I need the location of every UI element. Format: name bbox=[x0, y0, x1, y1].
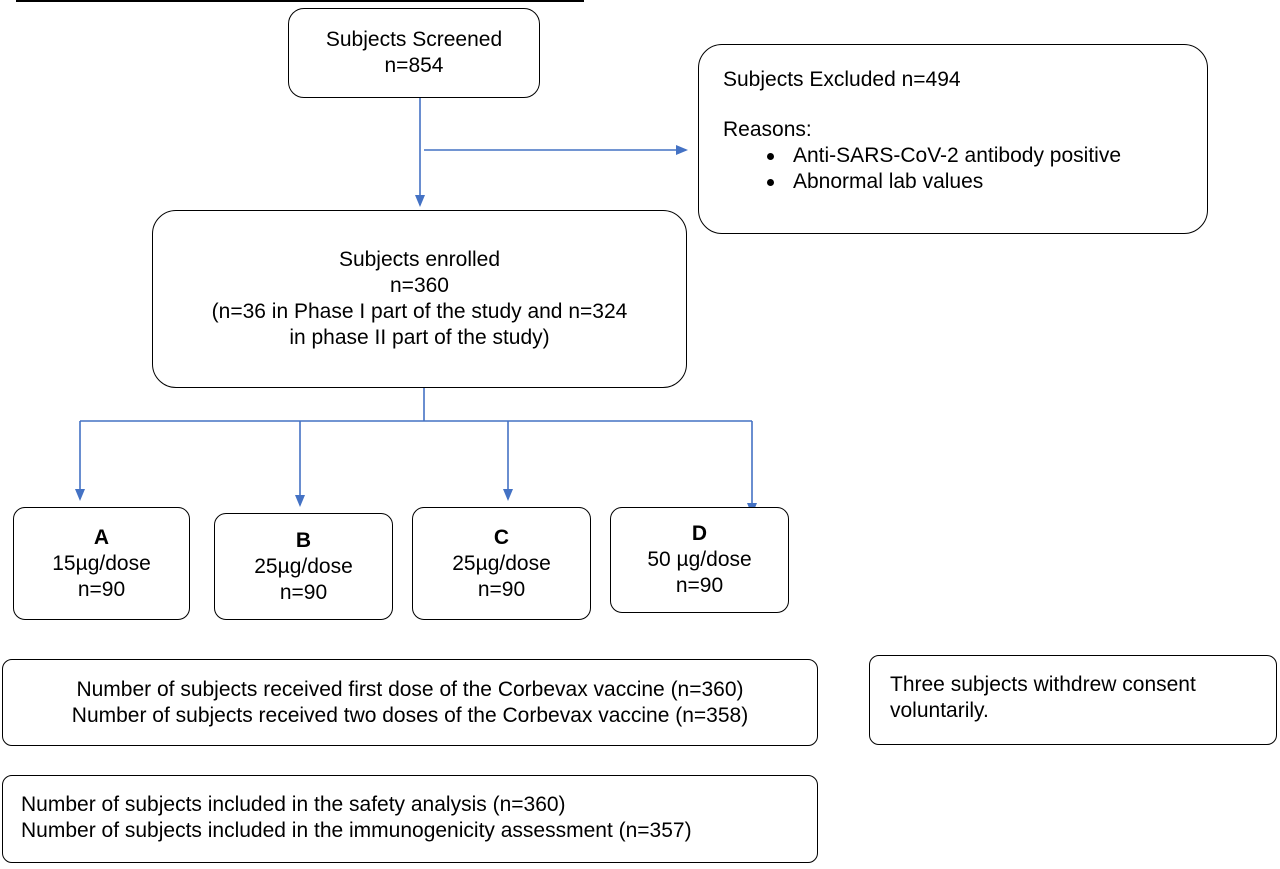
arm-b-box: B 25µg/dose n=90 bbox=[214, 513, 393, 620]
two-doses-count: Number of subjects received two doses of… bbox=[71, 703, 749, 727]
arm-label: B bbox=[295, 528, 312, 552]
subjects-enrolled-count: n=360 bbox=[390, 274, 449, 297]
subjects-screened-box: Subjects Screened n=854 bbox=[288, 8, 540, 98]
arm-c-box: C 25µg/dose n=90 bbox=[412, 507, 591, 620]
arm-a-box: A 15µg/dose n=90 bbox=[13, 507, 190, 620]
withdrew-consent-text: voluntarily. bbox=[890, 699, 989, 722]
arm-dose: 15µg/dose bbox=[52, 551, 151, 575]
subjects-screened-count: n=854 bbox=[384, 54, 444, 77]
exclusion-reason-item: Anti-SARS-CoV-2 antibody positive bbox=[761, 143, 1183, 169]
arm-d-box: D 50 µg/dose n=90 bbox=[610, 507, 789, 613]
arm-count: n=90 bbox=[675, 574, 724, 597]
first-dose-count: Number of subjects received first dose o… bbox=[76, 677, 744, 701]
top-divider-line bbox=[16, 0, 584, 2]
arm-label: D bbox=[691, 522, 708, 545]
withdrew-consent-box: Three subjects withdrew consent voluntar… bbox=[869, 655, 1277, 745]
subjects-enrolled-detail: (n=36 in Phase I part of the study and n… bbox=[211, 300, 628, 323]
subjects-excluded-box: Subjects Excluded n=494 Reasons: Anti-SA… bbox=[698, 44, 1208, 234]
arm-dose: 25µg/dose bbox=[254, 554, 353, 578]
arm-dose: 50 µg/dose bbox=[647, 548, 752, 571]
subjects-enrolled-box: Subjects enrolled n=360 (n=36 in Phase I… bbox=[152, 210, 687, 388]
subjects-enrolled-title: Subjects enrolled bbox=[338, 248, 501, 271]
subjects-enrolled-detail: in phase II part of the study) bbox=[289, 326, 550, 349]
arm-count: n=90 bbox=[279, 580, 328, 604]
arm-dose: 25µg/dose bbox=[452, 551, 551, 575]
arm-count: n=90 bbox=[477, 577, 526, 601]
arm-label: C bbox=[493, 525, 510, 549]
subjects-excluded-title: Subjects Excluded n=494 bbox=[723, 68, 961, 91]
arm-label: A bbox=[93, 525, 110, 549]
withdrew-consent-text: Three subjects withdrew consent bbox=[890, 673, 1196, 696]
exclusion-reasons-label: Reasons: bbox=[723, 118, 812, 141]
exclusion-reasons-list: Anti-SARS-CoV-2 antibody positive Abnorm… bbox=[723, 143, 1183, 195]
subjects-screened-title: Subjects Screened bbox=[325, 28, 503, 51]
analysis-population-box: Number of subjects included in the safet… bbox=[2, 775, 818, 863]
exclusion-reason-item: Abnormal lab values bbox=[761, 169, 1183, 195]
immunogenicity-assessment-count: Number of subjects included in the immun… bbox=[21, 819, 692, 842]
arm-count: n=90 bbox=[77, 577, 126, 601]
vaccine-doses-box: Number of subjects received first dose o… bbox=[2, 659, 818, 746]
safety-analysis-count: Number of subjects included in the safet… bbox=[21, 793, 566, 816]
